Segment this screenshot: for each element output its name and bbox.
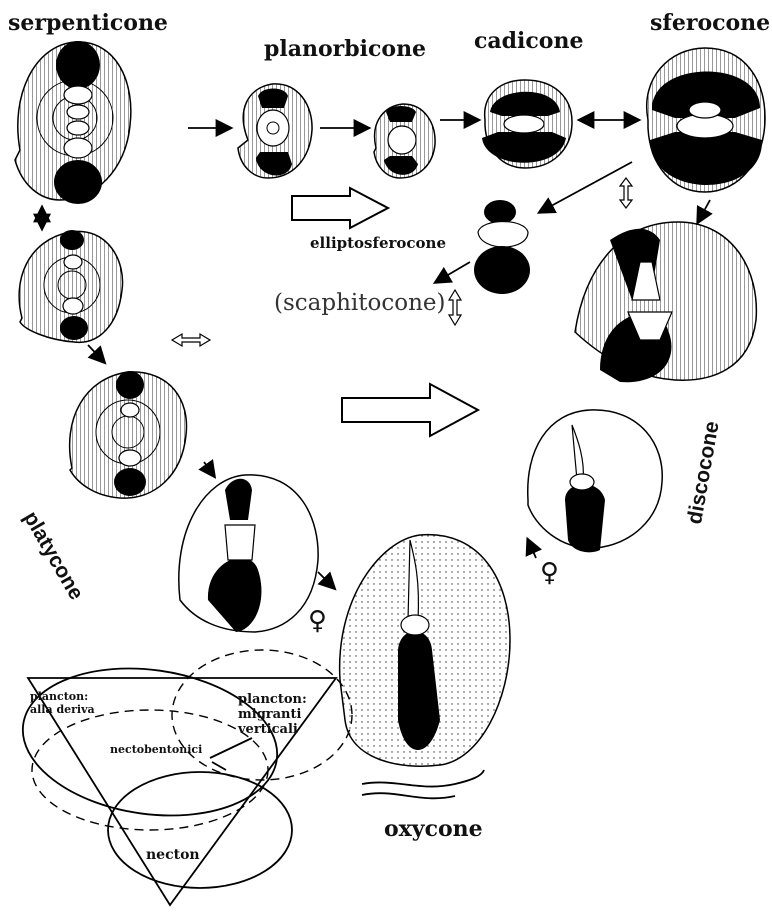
ecology-triangle-diagram	[13, 650, 352, 905]
sferocone-shell	[647, 48, 765, 192]
plancton-migranti-line-2: migranti	[238, 707, 307, 722]
scaphitocone-label: (scaphitocone)	[274, 292, 445, 315]
discocone-shell-upper	[575, 222, 756, 382]
serpenticone-shell-2	[19, 230, 122, 342]
serpenticone-label: serpenticone	[8, 12, 168, 34]
sferocone-label: sferocone	[650, 12, 770, 34]
plancton-migranti-line-3: verticali	[238, 722, 307, 737]
elliptosferocone-label: elliptosferocone	[310, 236, 446, 251]
plancton-migranti-line-1: plancton:	[238, 692, 307, 707]
cadicone-label: cadicone	[474, 30, 583, 52]
plancton-deriva-label: plancton: alla deriva	[30, 690, 95, 716]
plancton-deriva-line-2: alla deriva	[30, 703, 95, 716]
discocone-shell-lower	[528, 410, 663, 552]
planorbicone-shell-1	[238, 84, 312, 178]
planorbicone-shell-2	[374, 104, 435, 178]
planorbicone-label: planorbicone	[264, 38, 426, 60]
platycone-shell	[179, 475, 318, 632]
oxycone-label: oxycone	[384, 818, 483, 840]
elliptosferocone-shell	[474, 200, 530, 294]
oxycone-shell	[340, 535, 510, 767]
female-symbol-2: ♀	[540, 560, 559, 586]
serpenticone-shell-3	[70, 371, 187, 498]
plancton-deriva-line-1: plancton:	[30, 690, 95, 703]
necton-label: necton	[146, 848, 200, 862]
female-symbol-1: ♀	[308, 608, 327, 634]
cadicone-shell	[482, 80, 572, 168]
plancton-migranti-label: plancton: migranti verticali	[238, 692, 307, 737]
serpenticone-shell	[15, 41, 131, 204]
nectobentonici-label: nectobentonici	[110, 744, 202, 755]
